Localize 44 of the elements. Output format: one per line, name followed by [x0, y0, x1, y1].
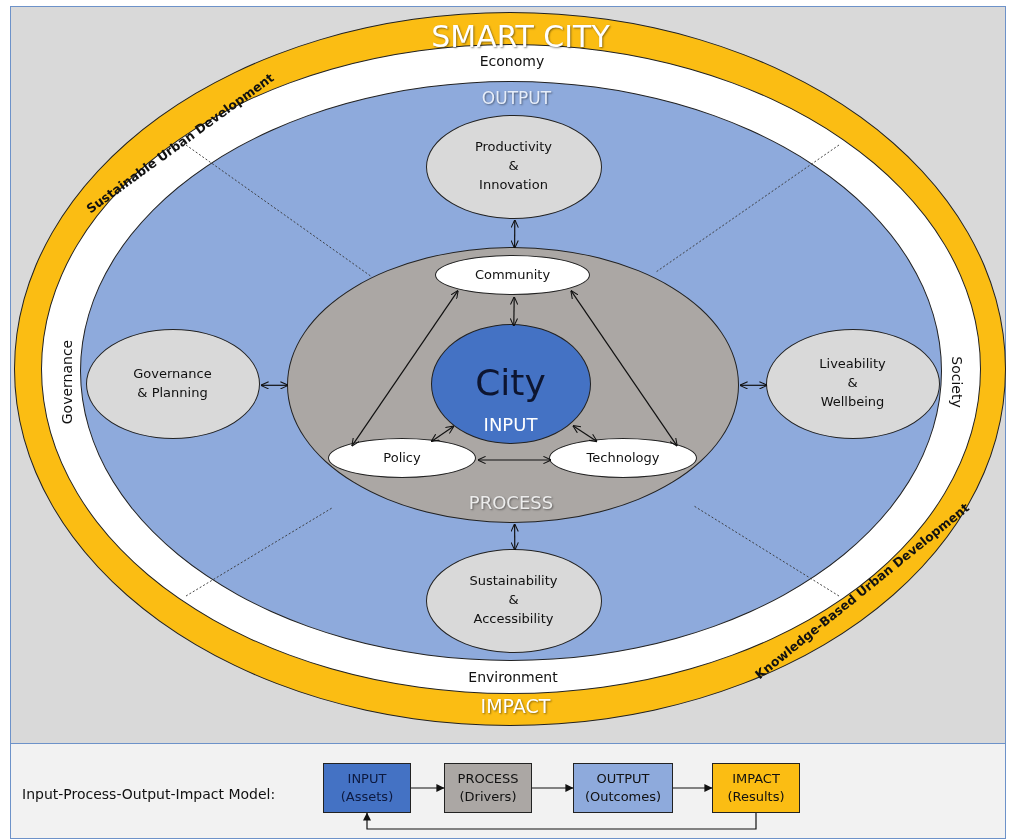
node-label: Sustainability & Accessibility — [469, 572, 558, 628]
arrow — [351, 289, 459, 447]
arrow — [510, 219, 519, 249]
ellipse-title: PROCESS — [468, 491, 554, 513]
arrow — [570, 289, 678, 447]
arrow — [410, 784, 445, 792]
node-label: PROCESS — [457, 770, 519, 788]
ring-label: Governance — [59, 339, 75, 425]
ring-label: Economy — [479, 53, 545, 69]
ring-title: SMART CITY — [431, 18, 610, 53]
node-label: INPUT — [347, 770, 387, 788]
ellipse-title: OUTPUT — [481, 87, 552, 108]
stage-box — [712, 763, 800, 813]
node-label: IMPACT — [732, 770, 780, 788]
ring-label: Environment — [468, 669, 558, 685]
stage-box — [444, 763, 532, 813]
arrow — [572, 424, 598, 443]
ring-title: IMPACT — [480, 694, 551, 717]
node-label: Technology — [586, 449, 660, 467]
arrow — [363, 812, 757, 830]
node-label: (Outcomes) — [584, 788, 662, 806]
input-label: INPUT — [483, 413, 538, 434]
arrow — [430, 425, 455, 443]
node-label: Productivity & Innovation — [474, 138, 553, 194]
arrow — [672, 784, 713, 792]
arrow — [510, 523, 519, 551]
city-label: City — [475, 361, 546, 402]
arrow — [531, 784, 574, 792]
arrow — [739, 381, 768, 390]
node-label: Governance & Planning — [133, 364, 212, 402]
node-label: (Assets) — [340, 788, 394, 806]
stage-box — [573, 763, 673, 813]
arrow — [477, 455, 552, 465]
node-label: Liveability & Wellbeing — [819, 355, 886, 411]
model-title: Input-Process-Output-Impact Model: — [22, 786, 276, 802]
node-label: Policy — [383, 449, 421, 467]
node-label: (Results) — [727, 788, 785, 806]
stage-box — [323, 763, 411, 813]
arrow — [260, 381, 289, 390]
node-label: (Drivers) — [459, 788, 517, 806]
arrow — [509, 296, 519, 327]
node-label: OUTPUT — [596, 770, 650, 788]
ring-label: Society — [949, 356, 965, 408]
node-label: Community — [474, 266, 551, 284]
